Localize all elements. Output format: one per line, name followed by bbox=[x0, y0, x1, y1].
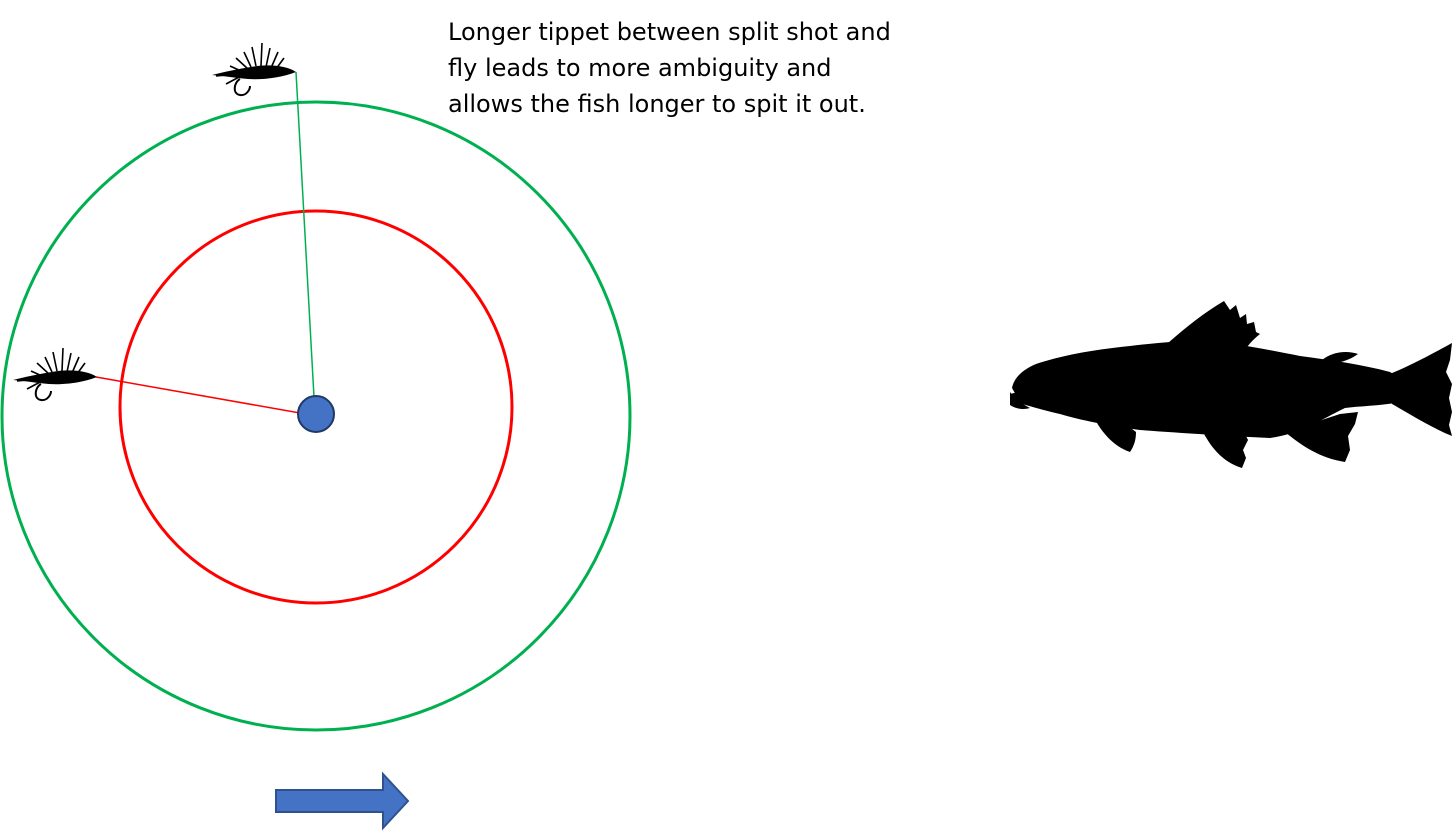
split-shot bbox=[298, 396, 334, 432]
caption-line: Longer tippet between split shot and bbox=[448, 14, 968, 50]
trout-silhouette-icon bbox=[1010, 301, 1452, 468]
fly-icon bbox=[212, 43, 296, 95]
caption-line: fly leads to more ambiguity and bbox=[448, 50, 968, 86]
long-tippet-line bbox=[296, 72, 314, 397]
short-tippet-line bbox=[96, 377, 300, 413]
caption-line: allows the fish longer to spit it out. bbox=[448, 86, 968, 122]
fly-icon bbox=[13, 348, 97, 400]
caption: Longer tippet between split shot and fly… bbox=[448, 14, 968, 122]
arrow-right-icon bbox=[276, 774, 408, 828]
